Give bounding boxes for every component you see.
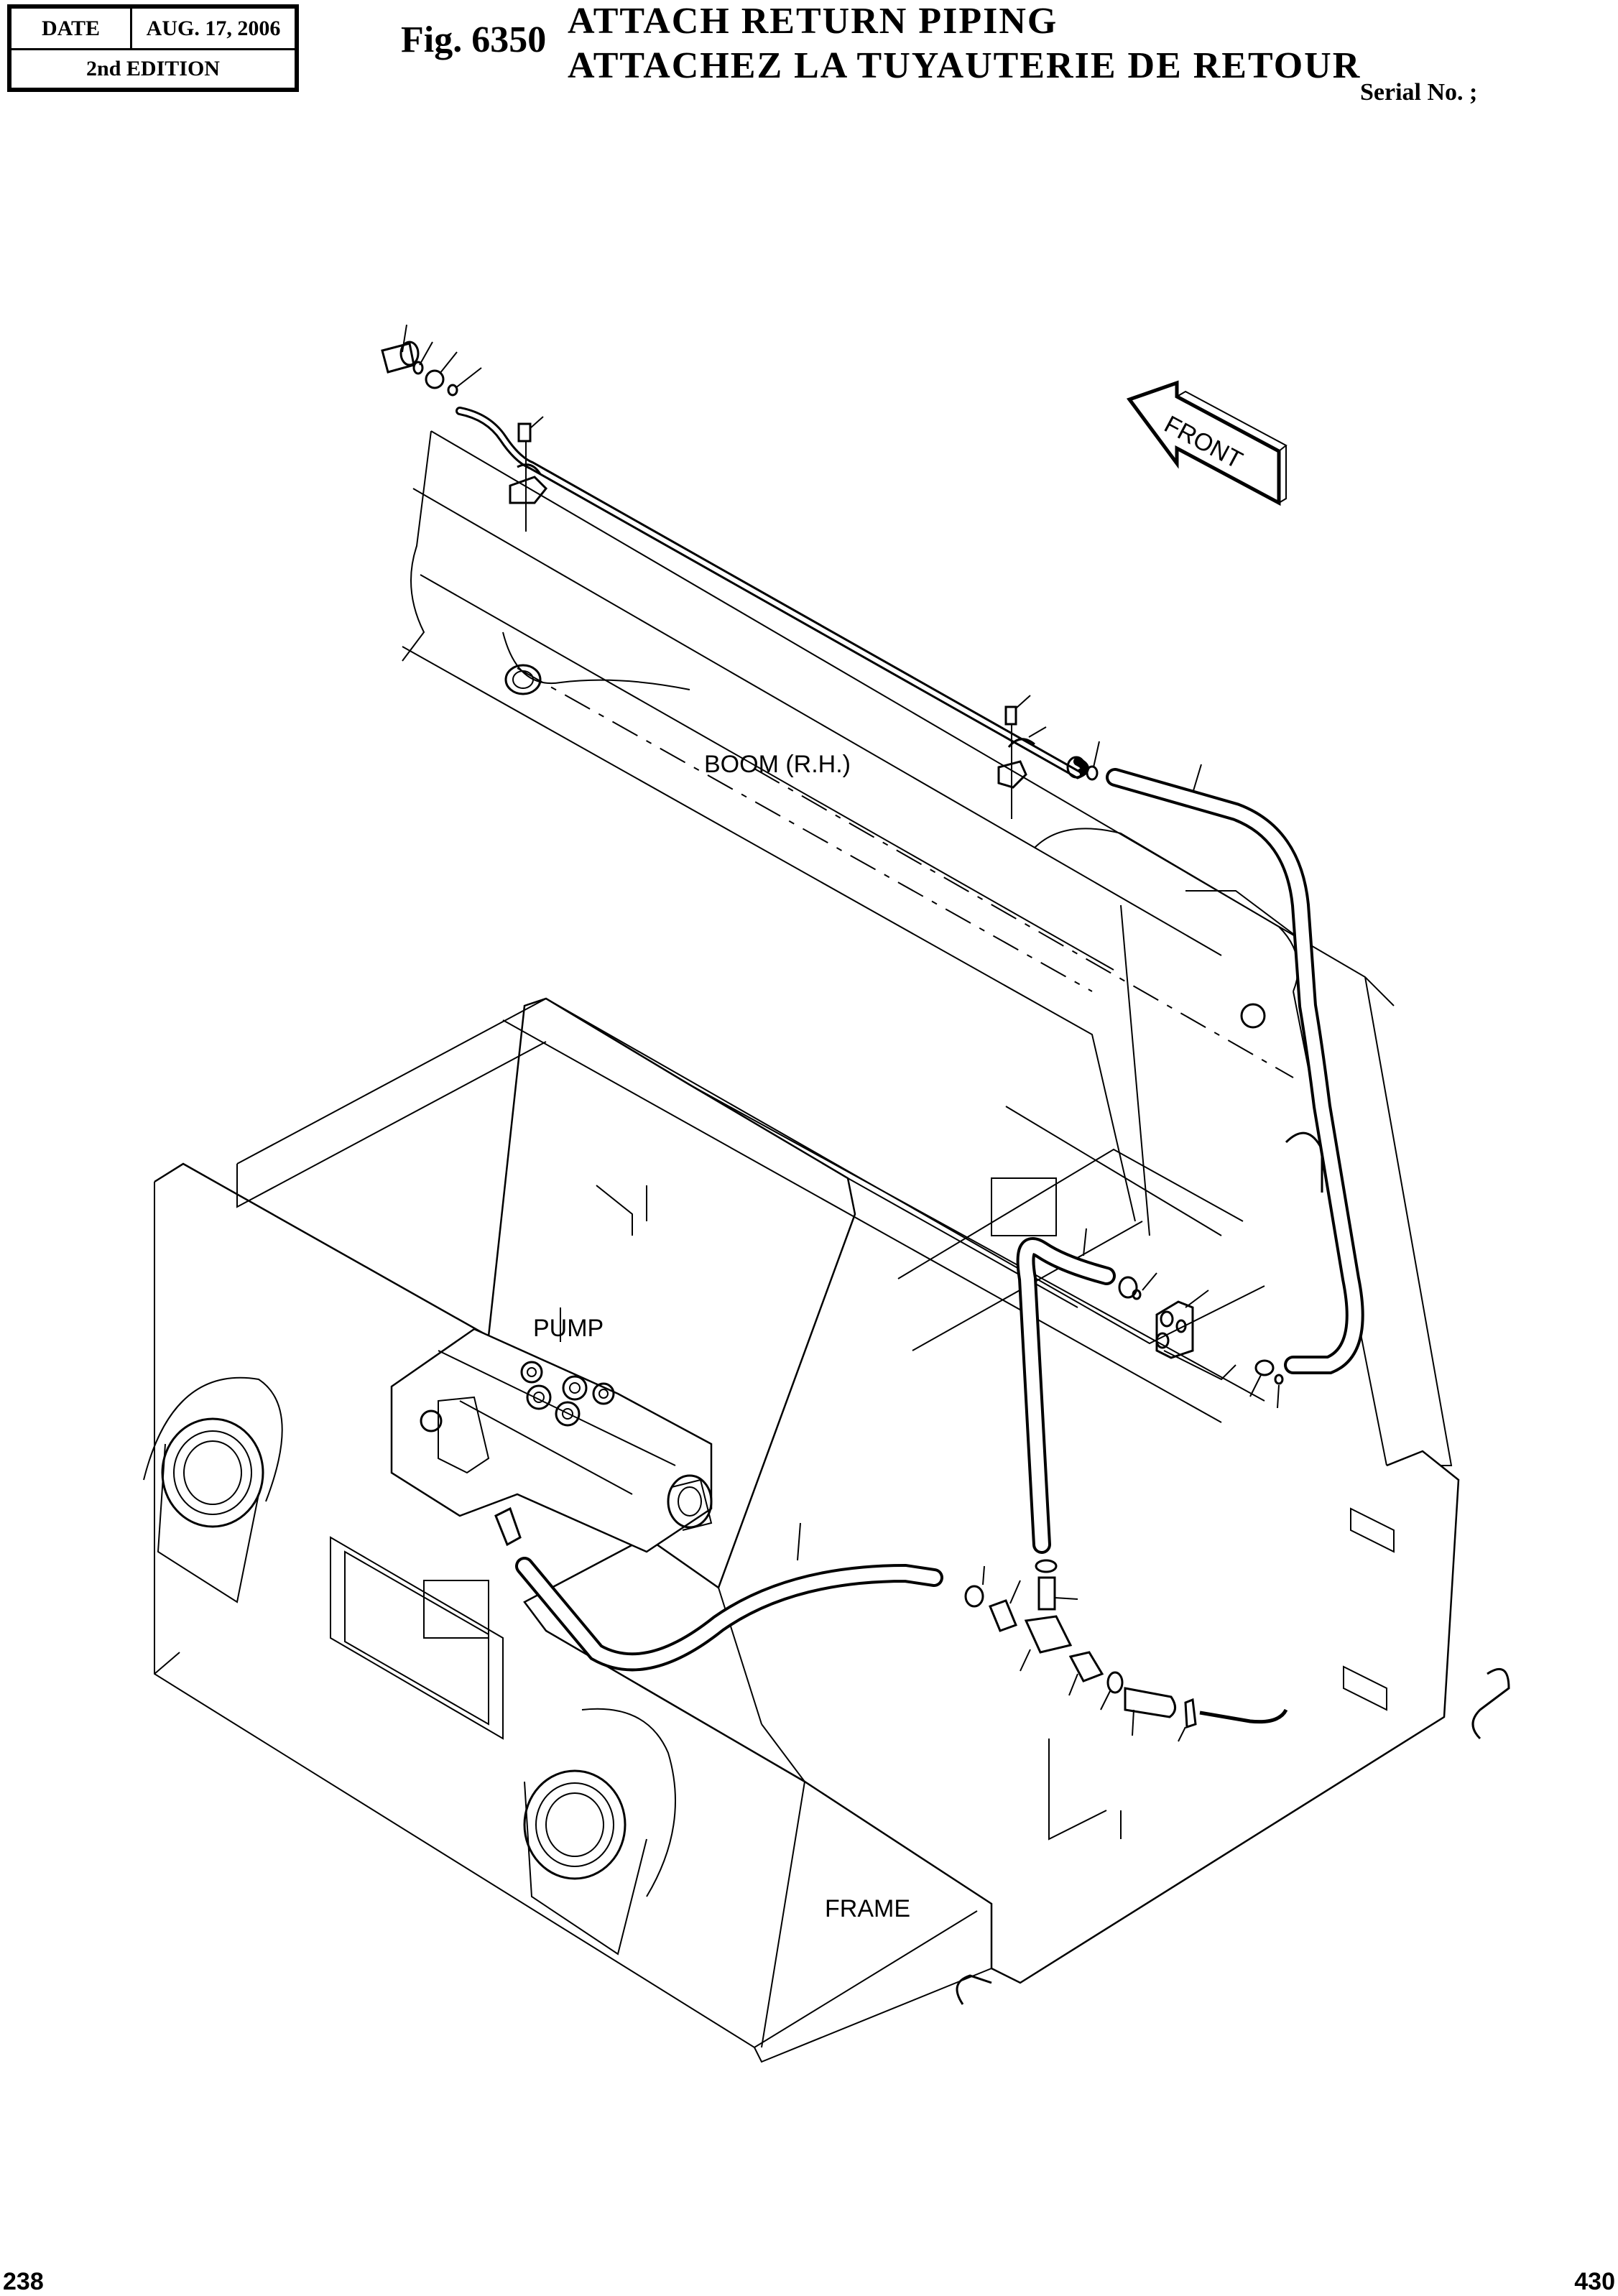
axle-housing-left [143, 1376, 283, 1603]
tee-fitting-group [964, 1559, 1288, 1742]
o-ring-icon [447, 384, 458, 397]
page-number-left: 238 [3, 2268, 44, 2295]
hose-clamp-icon [1035, 1559, 1058, 1573]
connector-icon [1037, 1576, 1056, 1611]
front-label: FRONT [1160, 411, 1247, 475]
hose-sleeve-icon [1124, 1687, 1176, 1718]
date-label: DATE [11, 9, 132, 50]
page-number-right: 430 [1574, 2268, 1615, 2295]
return-hose-vertical [1016, 1228, 1116, 1554]
manifold-block-icon [1155, 1300, 1194, 1359]
hydraulic-pump [390, 1307, 713, 1553]
o-ring-icon [412, 361, 424, 375]
spacer-block-icon [997, 760, 1027, 789]
o-ring-icon [1106, 1671, 1124, 1694]
bolt-icon [1004, 705, 1017, 726]
bolt-icon [517, 422, 532, 443]
connector-icon [1066, 756, 1086, 779]
pipe-clamp-icon [517, 463, 542, 475]
edition-label: 2nd EDITION [86, 57, 220, 80]
tee-fitting-icon [1024, 1615, 1073, 1654]
o-ring-icon [1274, 1374, 1284, 1385]
boom-label: BOOM (R.H.) [704, 751, 851, 778]
connector-icon [989, 1599, 1017, 1632]
connector-icon [1068, 1651, 1104, 1682]
return-pipe-boom [456, 407, 1089, 779]
page-title-french: ATTACHEZ LA TUYAUTERIE DE RETOUR [568, 45, 1362, 86]
date-edition-box: DATE AUG. 17, 2006 2nd EDITION [7, 4, 299, 92]
connector-icon [1254, 1359, 1275, 1376]
o-ring-icon [1132, 1289, 1142, 1300]
connector-icon [425, 369, 445, 389]
pump-return-hose [494, 1506, 943, 1672]
date-value: AUG. 17, 2006 [132, 9, 295, 50]
mid-boom-fittings [997, 695, 1202, 819]
serial-number-label: Serial No. ; [1360, 79, 1478, 106]
upper-fittings-group [381, 324, 548, 532]
boom-structure [402, 430, 1453, 1466]
spacer-block-icon [509, 476, 548, 504]
axle-housing-right [523, 1708, 676, 1955]
manifold-group [1118, 1272, 1284, 1409]
connector-icon [1118, 1276, 1138, 1299]
frame-structure [154, 997, 1510, 2063]
pipe-clamp-icon [1007, 738, 1035, 748]
o-ring-icon [964, 1585, 984, 1608]
pump-label: PUMP [533, 1315, 604, 1342]
figure-number: Fig. 6350 [401, 19, 547, 60]
hose-clamp-icon [494, 1506, 522, 1547]
front-direction-arrow-icon: FRONT [1126, 380, 1288, 506]
return-hose-main [1106, 768, 1364, 1374]
frame-label: FRAME [825, 1895, 910, 1922]
page-title-english: ATTACH RETURN PIPING [568, 1, 1058, 42]
o-ring-icon [1086, 765, 1099, 781]
